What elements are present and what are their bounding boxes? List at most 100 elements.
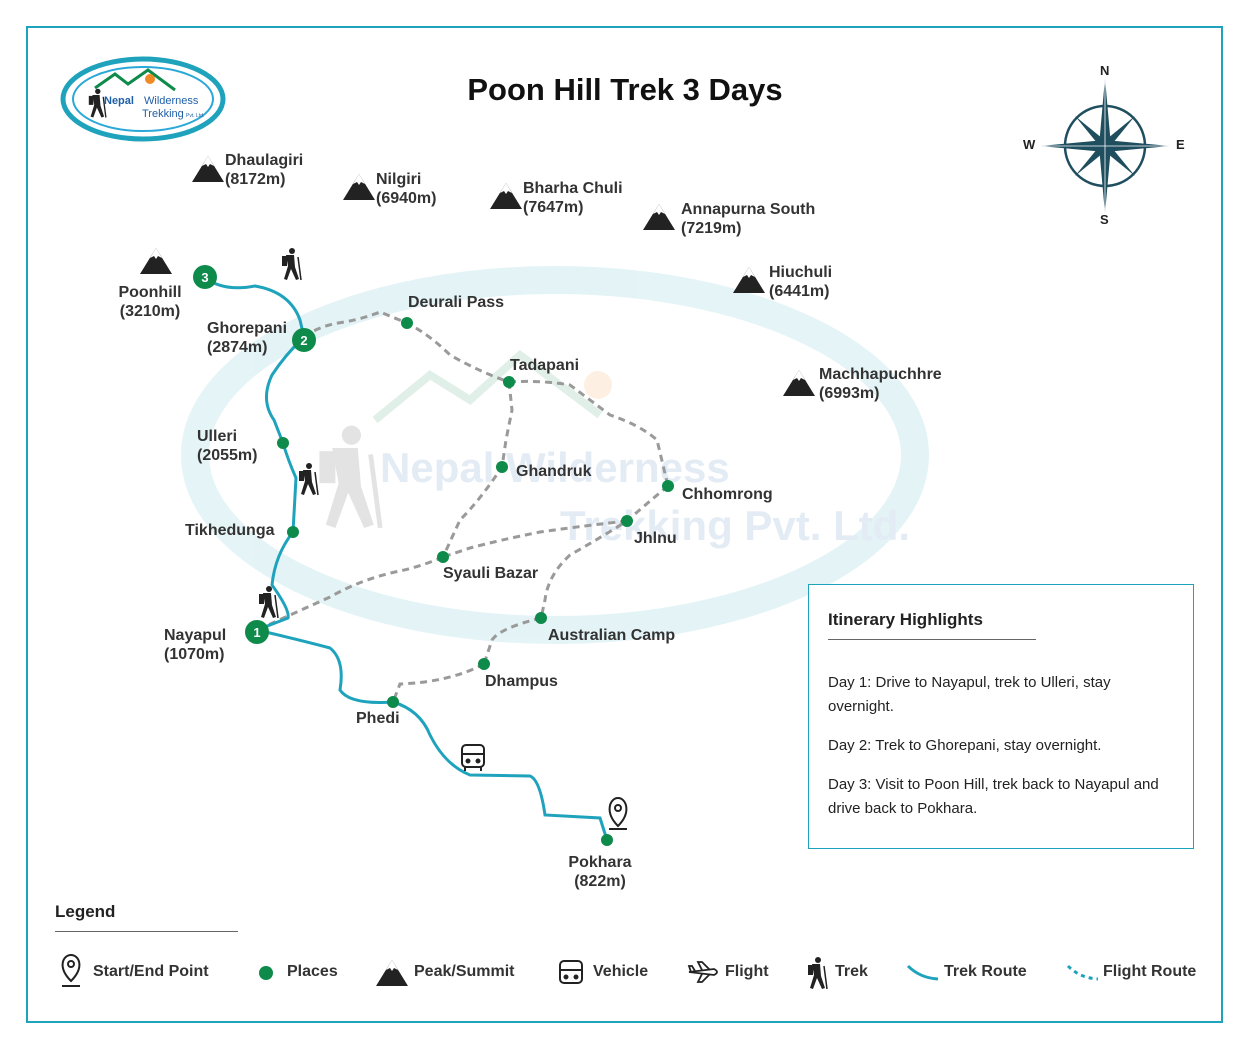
place-label-syauli: Syauli Bazar	[443, 565, 539, 582]
itinerary-panel: Itinerary Highlights Day 1: Drive to Nay…	[808, 584, 1194, 849]
legend-start-end: Start/End Point	[93, 963, 209, 980]
compass-south: S	[1100, 212, 1109, 227]
compass-north: N	[1100, 63, 1110, 78]
day-marker-3-label: 3	[201, 270, 208, 285]
peak-label-poonhill: Poonhill (3210m)	[110, 283, 190, 321]
place-name: Ghorepani	[207, 320, 288, 337]
day-marker-1-label: 1	[253, 625, 260, 640]
day-marker-3	[193, 265, 217, 289]
peak-elevation: (8172m)	[225, 171, 286, 188]
itinerary-day-2: Day 2: Trek to Ghorepani, stay overnight…	[828, 737, 1102, 754]
itinerary-day-3: Day 3: Visit to Poon Hill, trek back to …	[828, 776, 1159, 817]
location-pin-icon	[608, 796, 628, 830]
peak-name: Annapurna South	[681, 201, 816, 218]
dot-icon	[259, 966, 273, 980]
place-label-tadapani: Tadapani	[510, 357, 580, 374]
peak-elevation: (6993m)	[819, 385, 880, 402]
peak-name: Machhapuchhre	[819, 366, 942, 383]
place-dot-australian	[535, 612, 547, 624]
peak-name: Dhaulagiri	[225, 152, 304, 169]
place-label-ulleri: Ulleri (2055m)	[197, 427, 257, 465]
place-label-ghorepani: Ghorepani (2874m)	[207, 319, 287, 357]
place-name: Nayapul	[164, 627, 227, 644]
legend-divider	[55, 931, 238, 932]
place-label-chhomrong: Chhomrong	[682, 486, 773, 503]
flight-route-icon	[1066, 964, 1099, 981]
place-label-australian: Australian Camp	[548, 627, 676, 644]
day-markers: 1 2 3	[193, 265, 316, 644]
day-marker-1	[245, 620, 269, 644]
legend-trek-route: Trek Route	[944, 963, 1027, 980]
itinerary-day-1: Day 1: Drive to Nayapul, trek to Ulleri,…	[828, 674, 1111, 715]
logo-nepal: Nepal	[104, 95, 134, 107]
place-label-ghandruk: Ghandruk	[516, 463, 592, 480]
peak-label-hiuchuli: Hiuchuli (6441m)	[769, 263, 832, 301]
peak-name: Nilgiri	[376, 171, 422, 188]
logo-pvt: Pvt. Ltd.	[186, 113, 204, 119]
bus-icon	[559, 960, 583, 984]
logo-wilderness: Wilderness	[144, 95, 199, 107]
place-dots	[277, 317, 674, 846]
peak-elevation: (3210m)	[119, 303, 181, 320]
place-dot-syauli	[437, 551, 449, 563]
peak-elevation: (6441m)	[769, 283, 830, 300]
place-name: Ulleri	[197, 428, 238, 445]
logo: Nepal Wilderness Trekking Pvt. Ltd.	[60, 56, 226, 142]
place-label-pokhara: Pokhara (822m)	[560, 853, 640, 891]
peak-label-machhapuchhre: Machhapuchhre (6993m)	[819, 365, 942, 403]
peak-name: Hiuchuli	[769, 264, 833, 281]
legend-places: Places	[287, 963, 338, 980]
place-label-dhampus: Dhampus	[485, 673, 558, 690]
itinerary-days: Day 1: Drive to Nayapul, trek to Ulleri,…	[828, 671, 1178, 836]
place-dot-deurali	[401, 317, 413, 329]
place-label-jhinu: Jhlnu	[634, 530, 677, 547]
compass-east: E	[1176, 137, 1185, 152]
place-dot-pokhara	[601, 834, 613, 846]
page-title: Poon Hill Trek 3 Days	[467, 72, 783, 107]
place-dot-chhomrong	[662, 480, 674, 492]
place-dot-tikhedunga	[287, 526, 299, 538]
place-label-deurali: Deurali Pass	[408, 294, 505, 311]
place-label-phedi: Phedi	[356, 710, 400, 727]
place-dot-tadapani	[503, 376, 515, 388]
itinerary-heading: Itinerary Highlights	[828, 610, 983, 629]
day-marker-2	[292, 328, 316, 352]
compass	[1040, 78, 1170, 214]
legend-trek: Trek	[835, 963, 868, 980]
place-elevation: (2874m)	[207, 339, 268, 356]
logo-trekking: Trekking	[142, 108, 184, 120]
place-dot-dhampus	[478, 658, 490, 670]
peak-label-annapurna-south: Annapurna South (7219m)	[681, 200, 815, 238]
watermark: Nepal Wilderness Trekking Pvt. Ltd.	[181, 266, 929, 644]
legend-peak: Peak/Summit	[414, 963, 515, 980]
peak-label-dhaulagiri: Dhaulagiri (8172m)	[225, 151, 303, 189]
place-elevation: (2055m)	[197, 447, 258, 464]
peak-name: Poonhill	[118, 284, 182, 301]
airplane-icon	[687, 961, 718, 983]
place-label-nayapul: Nayapul (1070m)	[164, 626, 226, 664]
place-name: Pokhara	[568, 854, 632, 871]
place-dot-ulleri	[277, 437, 289, 449]
legend-icons	[61, 953, 1099, 990]
legend-flight-route: Flight Route	[1103, 963, 1197, 980]
map-frame	[26, 26, 1223, 1023]
legend-vehicle: Vehicle	[593, 963, 649, 980]
day-marker-2-label: 2	[300, 333, 307, 348]
legend-flight: Flight	[725, 963, 769, 980]
location-pin-icon	[61, 953, 81, 987]
peak-elevation: (6940m)	[376, 190, 437, 207]
legend-title: Legend	[55, 902, 116, 921]
place-elevation: (822m)	[574, 873, 626, 890]
peak-elevation: (7219m)	[681, 220, 742, 237]
peak-elevation: (7647m)	[523, 199, 584, 216]
itinerary-divider	[828, 639, 1036, 640]
place-label-tikhedunga: Tikhedunga	[185, 522, 275, 539]
compass-west: W	[1023, 137, 1036, 152]
place-dot-jhinu	[621, 515, 633, 527]
peak-label-bharha-chuli: Bharha Chuli (7647m)	[523, 179, 623, 217]
peak-name: Bharha Chuli	[523, 180, 623, 197]
trek-route-icon	[906, 964, 939, 981]
bus-icon	[461, 744, 485, 771]
place-dot-phedi	[387, 696, 399, 708]
